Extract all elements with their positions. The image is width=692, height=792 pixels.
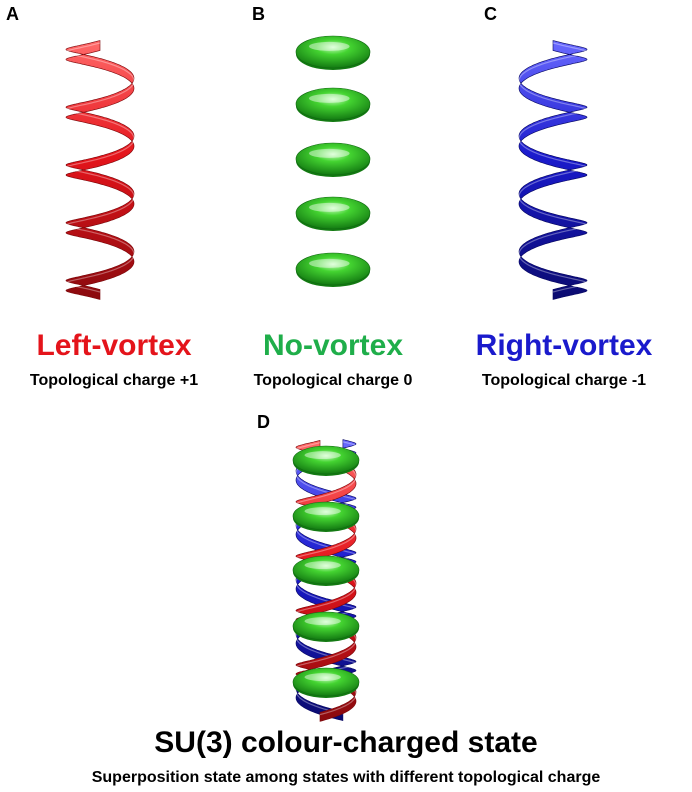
- green-disc: [295, 252, 371, 286]
- panel-b: B No-vortex Topological charge 0: [252, 4, 413, 389]
- green-disc-shine: [308, 41, 350, 51]
- green-disc-shine: [308, 202, 350, 212]
- panel-a: A Left-vortex Topological charge +1: [6, 4, 198, 389]
- panel-title-a: Left-vortex: [36, 329, 191, 362]
- panel-subtitle-a: Topological charge +1: [30, 372, 198, 389]
- green-disc-shine: [308, 258, 350, 268]
- panel-subtitle-b: Topological charge 0: [254, 372, 413, 389]
- panel-letter-a: A: [6, 4, 19, 24]
- stacked-discs-icon: [295, 35, 371, 287]
- green-disc: [292, 611, 360, 641]
- green-disc: [295, 142, 371, 176]
- left-helix-icon: [65, 40, 135, 300]
- green-disc: [292, 501, 360, 531]
- panel-letter-d: D: [257, 412, 270, 432]
- panel-d: D SU(3) colour-charged state Superpositi…: [92, 412, 601, 786]
- green-disc-shine: [308, 93, 350, 103]
- superposed-helix-icon: [292, 439, 360, 722]
- green-disc-shine: [304, 673, 341, 682]
- green-disc-shine: [304, 561, 341, 570]
- green-disc: [292, 555, 360, 585]
- green-disc-shine: [304, 617, 341, 626]
- right-helix-icon: [518, 40, 588, 300]
- helix-ribbon-red: [65, 40, 135, 300]
- green-disc: [295, 196, 371, 230]
- panel-c: C Right-vortex Topological charge -1: [476, 4, 653, 389]
- helix-ribbon-red-highlight: [65, 42, 135, 293]
- green-disc-shine: [304, 507, 341, 516]
- green-disc: [292, 667, 360, 697]
- panel-letter-c: C: [484, 4, 497, 24]
- panel-title-c: Right-vortex: [476, 329, 653, 362]
- combined-title: SU(3) colour-charged state: [154, 726, 537, 759]
- helix-ribbon-blue: [518, 40, 588, 300]
- helix-ribbon-blue-highlight: [518, 42, 588, 293]
- panel-subtitle-c: Topological charge -1: [482, 372, 646, 389]
- panel-letter-b: B: [252, 4, 265, 24]
- panel-title-b: No-vortex: [263, 329, 403, 362]
- green-disc-shine: [308, 148, 350, 158]
- green-disc: [292, 445, 360, 475]
- green-disc: [295, 87, 371, 121]
- combined-subtitle: Superposition state among states with di…: [92, 769, 601, 786]
- green-disc: [295, 35, 371, 69]
- green-disc-shine: [304, 451, 341, 460]
